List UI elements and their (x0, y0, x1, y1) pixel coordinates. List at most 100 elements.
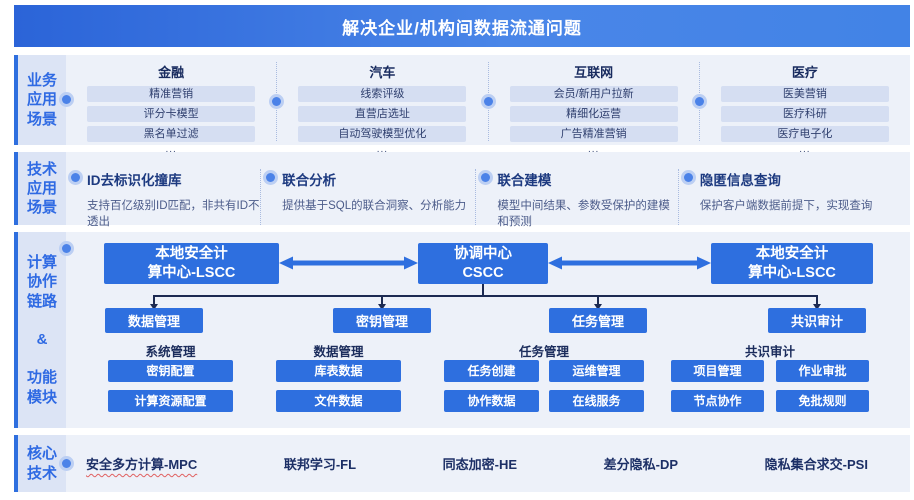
node-lscc-right: 本地安全计 算中心-LSCC (711, 243, 873, 284)
tech-item-title: ID去标识化撞库 (87, 173, 182, 188)
business-item: 会员/新用户拉新 (509, 86, 678, 102)
core-tech-band: 核心 技术 安全多方计算-MPC 联邦学习-FL 同态加密-HE 差分隐私-DP… (14, 435, 910, 492)
collab-sidebar: 计算 协作 链路 & 功能 模块 (14, 232, 71, 428)
business-item: 精准营销 (87, 86, 256, 102)
business-item: 黑名单过滤 (87, 126, 256, 142)
ellipsis-label: ... (376, 144, 389, 155)
bullet-dot-icon (266, 173, 276, 182)
core-tech-items: 安全多方计算-MPC 联邦学习-FL 同态加密-HE 差分隐私-DP 隐私集合求… (66, 435, 910, 492)
bullet-dot-icon (481, 173, 491, 182)
module-button: 库表数据 (276, 360, 401, 382)
column-title: 金融 (158, 65, 185, 80)
ellipsis-label: ... (165, 144, 177, 155)
module-button: 项目管理 (671, 360, 764, 382)
business-item: 医美营销 (720, 86, 889, 102)
bullet-dot-icon (683, 173, 693, 182)
group-title-consensus: 共识审计 (744, 345, 795, 359)
double-arrow-icon (279, 256, 418, 270)
core-tech-mpc: 安全多方计算-MPC (86, 457, 198, 472)
module-button: 运维管理 (549, 360, 644, 382)
module-button: 作业审批 (776, 360, 869, 382)
tech-sidebar-label: 技术 应用 场景 (26, 160, 57, 217)
connector-stem-line (482, 284, 484, 295)
connector-dot-icon (272, 96, 282, 106)
business-column-auto: 汽车 线索评级 直营店选址 自动驾驶模型优化 ... (272, 62, 487, 155)
manager-data: 数据管理 (105, 308, 203, 333)
double-arrow-icon (548, 256, 711, 270)
page-title: 解决企业/机构间数据流通问题 (342, 18, 582, 38)
business-item: 直营店选址 (298, 106, 467, 122)
core-tech-psi: 隐私集合求交-PSI (764, 457, 868, 472)
tech-item-joint-modeling: 联合建模 模型中间结果、参数受保护的建模和预测 (475, 169, 678, 228)
tech-item-desc: 支持百亿级别ID匹配，非共有ID不透出 (87, 200, 260, 228)
tech-item-title: 联合建模 (497, 173, 552, 188)
tech-scenarios-band: 技术 应用 场景 ID去标识化撞库 支持百亿级别ID匹配，非共有ID不透出 联合… (14, 152, 910, 228)
down-arrow-icon (378, 297, 386, 310)
core-tech-fl: 联邦学习-FL (283, 457, 357, 472)
column-title: 互联网 (574, 65, 614, 80)
business-item: 广告精准营销 (509, 126, 678, 142)
connector-dot-icon (62, 95, 71, 104)
tech-item-desc: 保护客户端数据前提下，实现查询 (699, 200, 873, 212)
core-tech-dp: 差分隐私-DP (603, 457, 679, 472)
collab-band: 计算 协作 链路 & 功能 模块 本地安全计 算中心-LSCC 协调中心 CSC… (14, 232, 910, 428)
tech-item-title: 隐匿信息查询 (699, 173, 781, 188)
manager-consensus: 共识审计 (768, 308, 866, 333)
collab-sidebar-label: 计算 协作 链路 & 功能 模块 (26, 254, 57, 406)
business-item: 自动驾驶模型优化 (298, 126, 467, 142)
ellipsis-label: ... (799, 144, 811, 155)
node-cscc: 协调中心 CSCC (418, 243, 548, 284)
business-item: 精细化运营 (509, 106, 678, 122)
bullet-dot-icon (71, 173, 80, 182)
tech-item-joint-analysis: 联合分析 提供基于SQL的联合洞察、分析能力 (260, 169, 475, 225)
business-item: 医疗电子化 (720, 126, 889, 142)
group-title-data: 数据管理 (313, 345, 364, 359)
module-button: 免批规则 (776, 390, 869, 412)
collab-diagram: 本地安全计 算中心-LSCC 协调中心 CSCC 本地安全计 算中心-LSCC … (66, 232, 910, 428)
module-button: 计算资源配置 (108, 390, 233, 412)
tech-items: ID去标识化撞库 支持百亿级别ID匹配，非共有ID不透出 联合分析 提供基于SQ… (66, 152, 910, 228)
column-title: 医疗 (791, 65, 818, 80)
column-title: 汽车 (369, 65, 396, 80)
tech-item-id-matching: ID去标识化撞库 支持百亿级别ID匹配，非共有ID不透出 (66, 169, 260, 228)
down-arrow-icon (150, 297, 158, 310)
module-button: 在线服务 (549, 390, 644, 412)
connector-dot-icon (483, 96, 493, 106)
manager-key: 密钥管理 (333, 308, 431, 333)
down-arrow-icon (813, 297, 821, 310)
business-columns: 金融 精准营销 评分卡模型 黑名单过滤 ... 汽车 线索评级 直营店选址 自动… (66, 55, 910, 155)
module-button: 节点协作 (671, 390, 764, 412)
group-title-system: 系统管理 (145, 345, 196, 359)
business-item: 评分卡模型 (87, 106, 256, 122)
module-button: 任务创建 (444, 360, 539, 382)
header-banner: 解决企业/机构间数据流通问题 (14, 5, 910, 47)
business-scenarios-band: 业务 应用 场景 金融 精准营销 评分卡模型 黑名单过滤 ... 汽车 线索评级… (14, 55, 910, 155)
connector-dot-icon (694, 96, 704, 106)
tech-item-desc: 模型中间结果、参数受保护的建模和预测 (497, 200, 670, 228)
down-arrow-icon (594, 297, 602, 310)
ellipsis-label: ... (587, 144, 600, 155)
core-sidebar-label: 核心 技术 (26, 445, 57, 482)
tech-item-private-query: 隐匿信息查询 保护客户端数据前提下，实现查询 (677, 169, 910, 225)
business-sidebar: 业务 应用 场景 (14, 55, 71, 145)
business-column-medical: 医疗 医美营销 医疗科研 医疗电子化 ... (694, 62, 910, 155)
group-title-task: 任务管理 (518, 345, 569, 359)
connector-dot-icon (62, 458, 71, 468)
manager-task: 任务管理 (549, 308, 647, 333)
connector-bus-line (153, 295, 818, 297)
core-tech-he: 同态加密-HE (442, 457, 518, 472)
tech-sidebar: 技术 应用 场景 (14, 152, 66, 225)
tech-item-title: 联合分析 (282, 173, 337, 188)
module-button: 协作数据 (444, 390, 539, 412)
connector-dot-icon (62, 244, 71, 253)
business-item: 医疗科研 (720, 106, 889, 122)
module-button: 密钥配置 (108, 360, 233, 382)
tech-item-desc: 提供基于SQL的联合洞察、分析能力 (282, 200, 467, 212)
business-column-internet: 互联网 会员/新用户拉新 精细化运营 广告精准营销 ... (483, 62, 699, 155)
business-sidebar-label: 业务 应用 场景 (26, 72, 57, 128)
business-column-finance: 金融 精准营销 评分卡模型 黑名单过滤 ... (66, 62, 276, 155)
node-lscc-left: 本地安全计 算中心-LSCC (104, 243, 279, 284)
business-item: 线索评级 (298, 86, 467, 102)
module-button: 文件数据 (276, 390, 401, 412)
core-sidebar: 核心 技术 (14, 435, 71, 492)
